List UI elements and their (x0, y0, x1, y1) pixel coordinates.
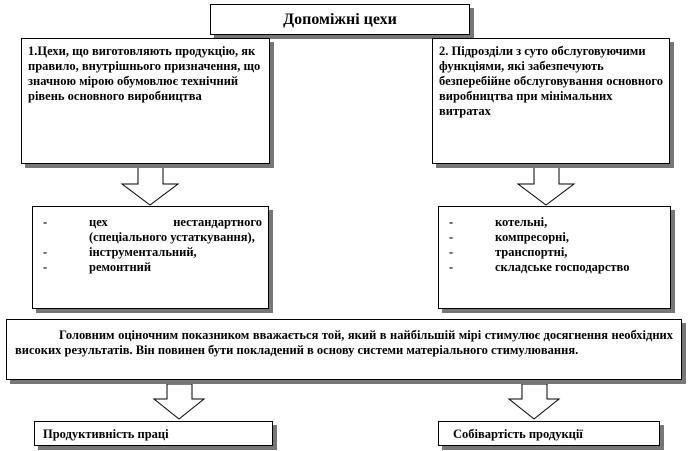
list-item-text: транспортні, (495, 245, 568, 259)
list-item: - котельні, (445, 215, 664, 230)
list-item-text: компресорні, (495, 230, 569, 244)
dash-mark: - (43, 245, 48, 259)
list-item: - ремонтний (39, 260, 262, 275)
category-1-box: 1.Цехи, що виготовляють продукцію, як пр… (21, 38, 270, 164)
category-1-examples: - цех нестандартного (спеціального устатк… (32, 206, 269, 309)
list-item-text: складське господарство (495, 260, 630, 274)
dash-mark: - (449, 230, 454, 244)
category-2-box: 2. Підрозділи з суто обслуговуючими функ… (432, 38, 670, 164)
category-2-examples: - котельні, - компресорні, - транспортні, -… (438, 206, 671, 309)
dash-mark: - (449, 215, 454, 229)
dash-mark: - (43, 215, 48, 229)
dash-mark: - (43, 260, 48, 274)
list-item-text: інструментальний, (89, 245, 197, 259)
outcome-cost: Собівартість продукції (438, 421, 660, 446)
arrow-down-4 (507, 383, 561, 420)
list-item: - складське господарство (445, 260, 664, 275)
arrow-down-2 (516, 165, 576, 206)
list-item: - компресорні, (445, 230, 664, 245)
category-1-text: 1.Цехи, що виготовляють продукцію, як пр… (28, 44, 261, 103)
category-2-text: 2. Підрозділи з суто обслуговуючими функ… (439, 44, 663, 118)
diagram-title: Допоміжні цехи (210, 4, 470, 35)
list-item: - транспортні, (445, 245, 664, 260)
dash-mark: - (449, 260, 454, 274)
dash-mark: - (449, 245, 454, 259)
list-item-text: ремонтний (89, 260, 152, 274)
arrow-down-3 (152, 383, 206, 420)
arrow-down-1 (120, 165, 180, 206)
evaluation-criterion-box: Головним оціночним показником вважається… (6, 319, 682, 380)
list-item-text: цех нестандартного (спеціального устатку… (89, 215, 262, 244)
evaluation-criterion-text: Головним оціночним показником вважається… (15, 328, 673, 357)
outcome-productivity: Продуктивність праці (34, 421, 273, 446)
list-item: - цех нестандартного (спеціального устатк… (39, 215, 262, 245)
list-item-text: котельні, (495, 215, 548, 229)
list-item: - інструментальний, (39, 245, 262, 260)
